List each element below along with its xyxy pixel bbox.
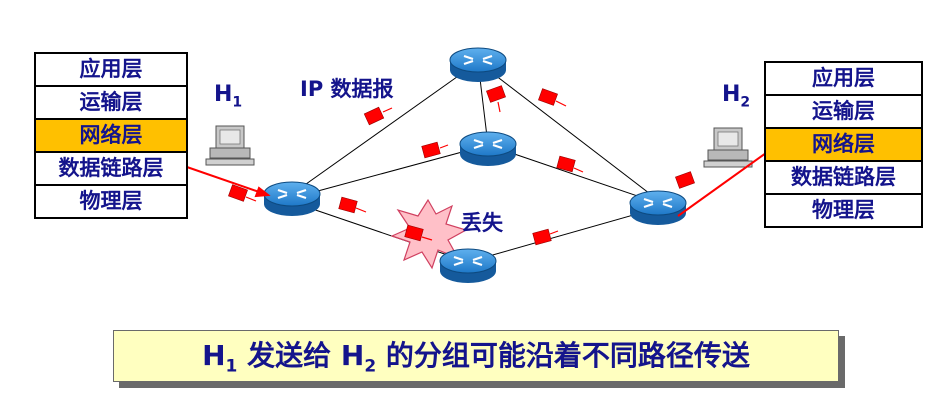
router-top-icon bbox=[448, 46, 508, 84]
layer-physical: 物理层 bbox=[812, 198, 875, 222]
packet-lost-label: 丢失 bbox=[461, 211, 503, 235]
host-h2-computer-icon bbox=[703, 127, 753, 168]
host-h1-computer-icon bbox=[205, 125, 255, 166]
router-r1-icon bbox=[262, 180, 322, 218]
router-r2-icon bbox=[628, 189, 688, 227]
layer-network: 网络层 bbox=[766, 129, 921, 162]
layer-physical: 物理层 bbox=[79, 189, 143, 213]
layer-data-link: 数据链路层 bbox=[766, 162, 921, 195]
layer-network: 网络层 bbox=[36, 120, 186, 153]
host-h2-label: H2 bbox=[722, 82, 751, 111]
layer-transport: 运输层 bbox=[36, 87, 186, 120]
router-middle-icon bbox=[458, 130, 518, 168]
host-h1-label: H1 bbox=[214, 82, 243, 111]
protocol-stack-h2: 应用层 运输层 网络层 数据链路层 物理层 bbox=[764, 61, 923, 228]
layer-application: 应用层 bbox=[36, 54, 186, 87]
layer-application: 应用层 bbox=[766, 63, 921, 96]
network-links bbox=[291, 61, 659, 263]
explosion-icon bbox=[390, 198, 468, 270]
ip-datagram-label: IP 数据报 bbox=[300, 77, 394, 101]
caption-box: H1 发送给 H2 的分组可能沿着不同路径传送 bbox=[113, 330, 839, 382]
protocol-stack-h1: 应用层 运输层 网络层 数据链路层 物理层 bbox=[34, 52, 188, 219]
router-bottom-icon bbox=[438, 247, 498, 285]
layer-data-link: 数据链路层 bbox=[36, 153, 186, 186]
layer-transport: 运输层 bbox=[766, 96, 921, 129]
